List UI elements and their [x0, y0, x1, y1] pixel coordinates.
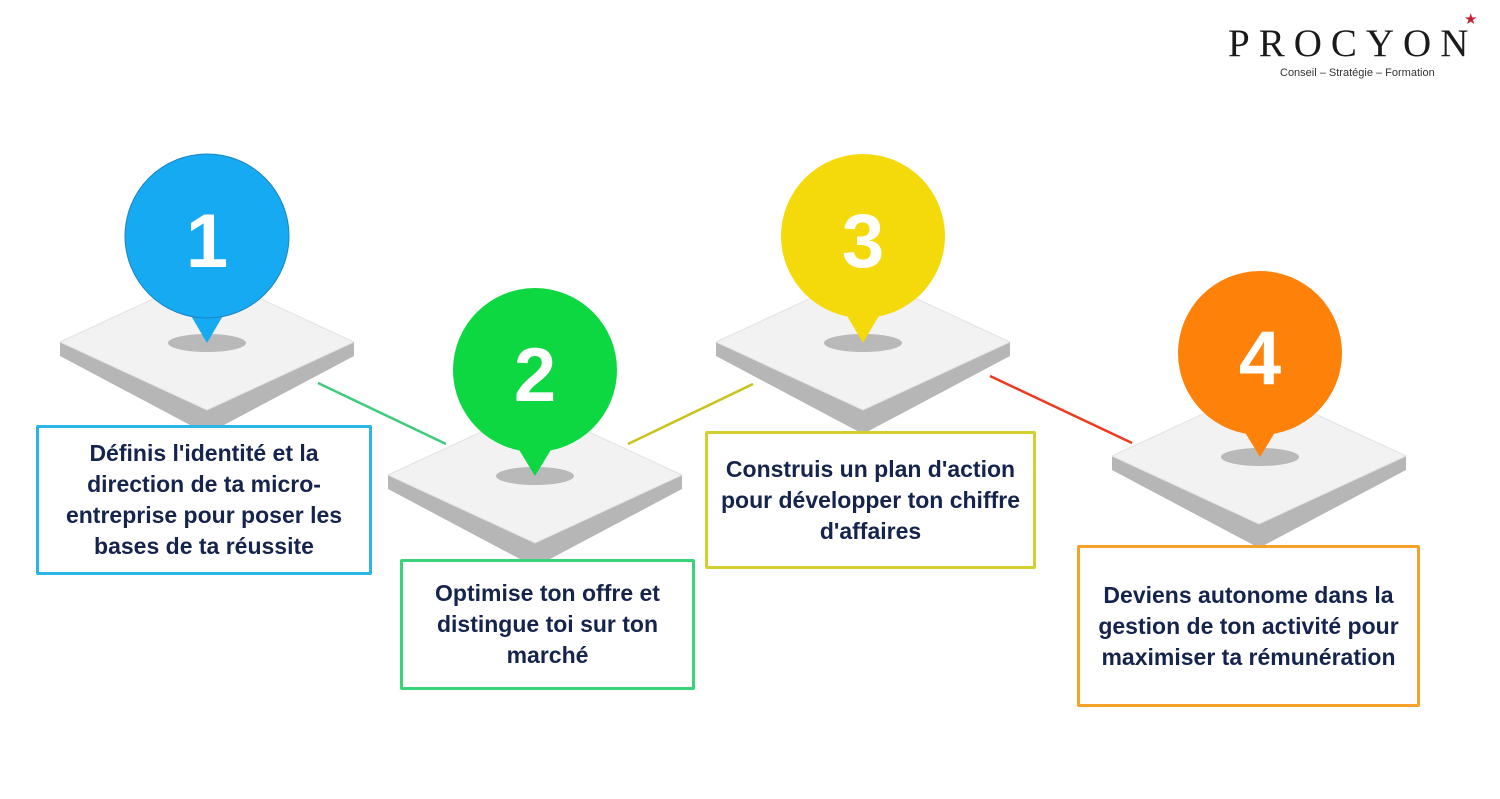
- step-number-1: 1: [186, 199, 228, 284]
- step-2-description: Optimise ton offre et distingue toi sur …: [400, 559, 695, 690]
- logo-wordmark: PROCYON: [1228, 22, 1478, 65]
- pin-1: 1: [124, 153, 290, 343]
- connector-3-4: [989, 374, 1133, 445]
- pin-3: 3: [781, 154, 945, 343]
- step-number-4: 4: [1239, 316, 1281, 401]
- connector-1-2: [317, 381, 447, 446]
- step-4-description: Deviens autonome dans la gestion de ton …: [1077, 545, 1420, 707]
- step-3-description: Construis un plan d'action pour développ…: [705, 431, 1036, 569]
- platform-1: [58, 273, 356, 434]
- logo-tagline: Conseil – Stratégie – Formation: [1280, 67, 1435, 79]
- connector-2-3: [627, 382, 754, 446]
- procyon-logo: PROCYON ★ Conseil – Stratégie – Formatio…: [1228, 12, 1490, 86]
- step-1-description: Définis l'identité et la direction de ta…: [36, 425, 372, 575]
- step-number-2: 2: [514, 333, 556, 418]
- step-number-3: 3: [842, 199, 884, 284]
- pin-4: 4: [1178, 271, 1342, 457]
- pin-2: 2: [453, 288, 617, 476]
- star-icon: ★: [1464, 11, 1478, 28]
